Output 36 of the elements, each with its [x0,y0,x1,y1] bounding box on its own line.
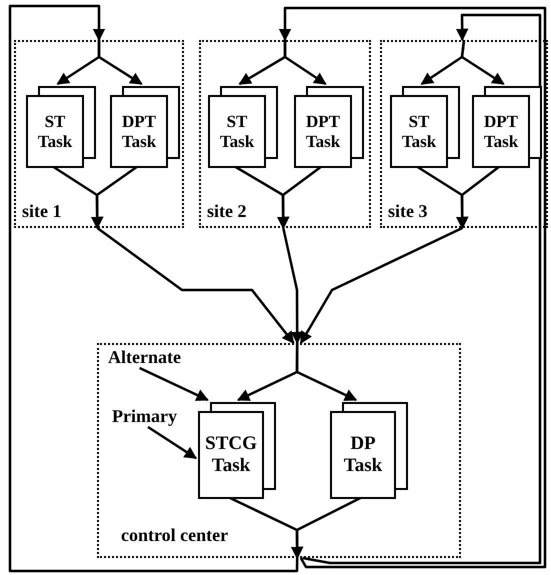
callout-label: Alternate [108,348,204,370]
task-label: DPT Task [482,112,520,152]
task-label: ST Task [400,112,438,152]
task-label: STCG Task [204,433,258,477]
arrow [96,227,295,344]
arrow [282,228,304,344]
arrow [300,226,463,344]
task-label: ST Task [36,112,74,152]
dashed-group-box [97,343,461,558]
group-label: site 2 [207,202,246,220]
stacked-task-box [110,86,180,168]
leader-arrow [139,366,209,402]
stacked-task-box [26,86,96,168]
stacked-task-box [198,402,276,499]
group-label: site 3 [388,202,428,220]
dashed-group-box [380,40,548,228]
task-label: DPT Task [304,112,342,152]
arrow [284,40,327,86]
leader-arrow [147,426,198,460]
stacked-task-box [330,402,408,499]
callout-label: Primary [112,407,192,429]
stacked-task-box [472,86,542,168]
task-label: DP Task [342,433,384,477]
dashed-group-box [199,40,371,228]
stacked-task-box [390,86,460,168]
group-label: site 1 [22,202,62,220]
arrow [98,40,143,86]
arrow [460,40,505,86]
arrow [8,4,298,572]
task-label: DPT Task [120,112,158,152]
task-label: ST Task [218,112,256,152]
arrow [296,343,358,402]
group-label: control center [121,526,228,544]
stacked-task-box [208,86,278,168]
dashed-group-box [14,40,184,228]
stacked-task-box [294,86,364,168]
